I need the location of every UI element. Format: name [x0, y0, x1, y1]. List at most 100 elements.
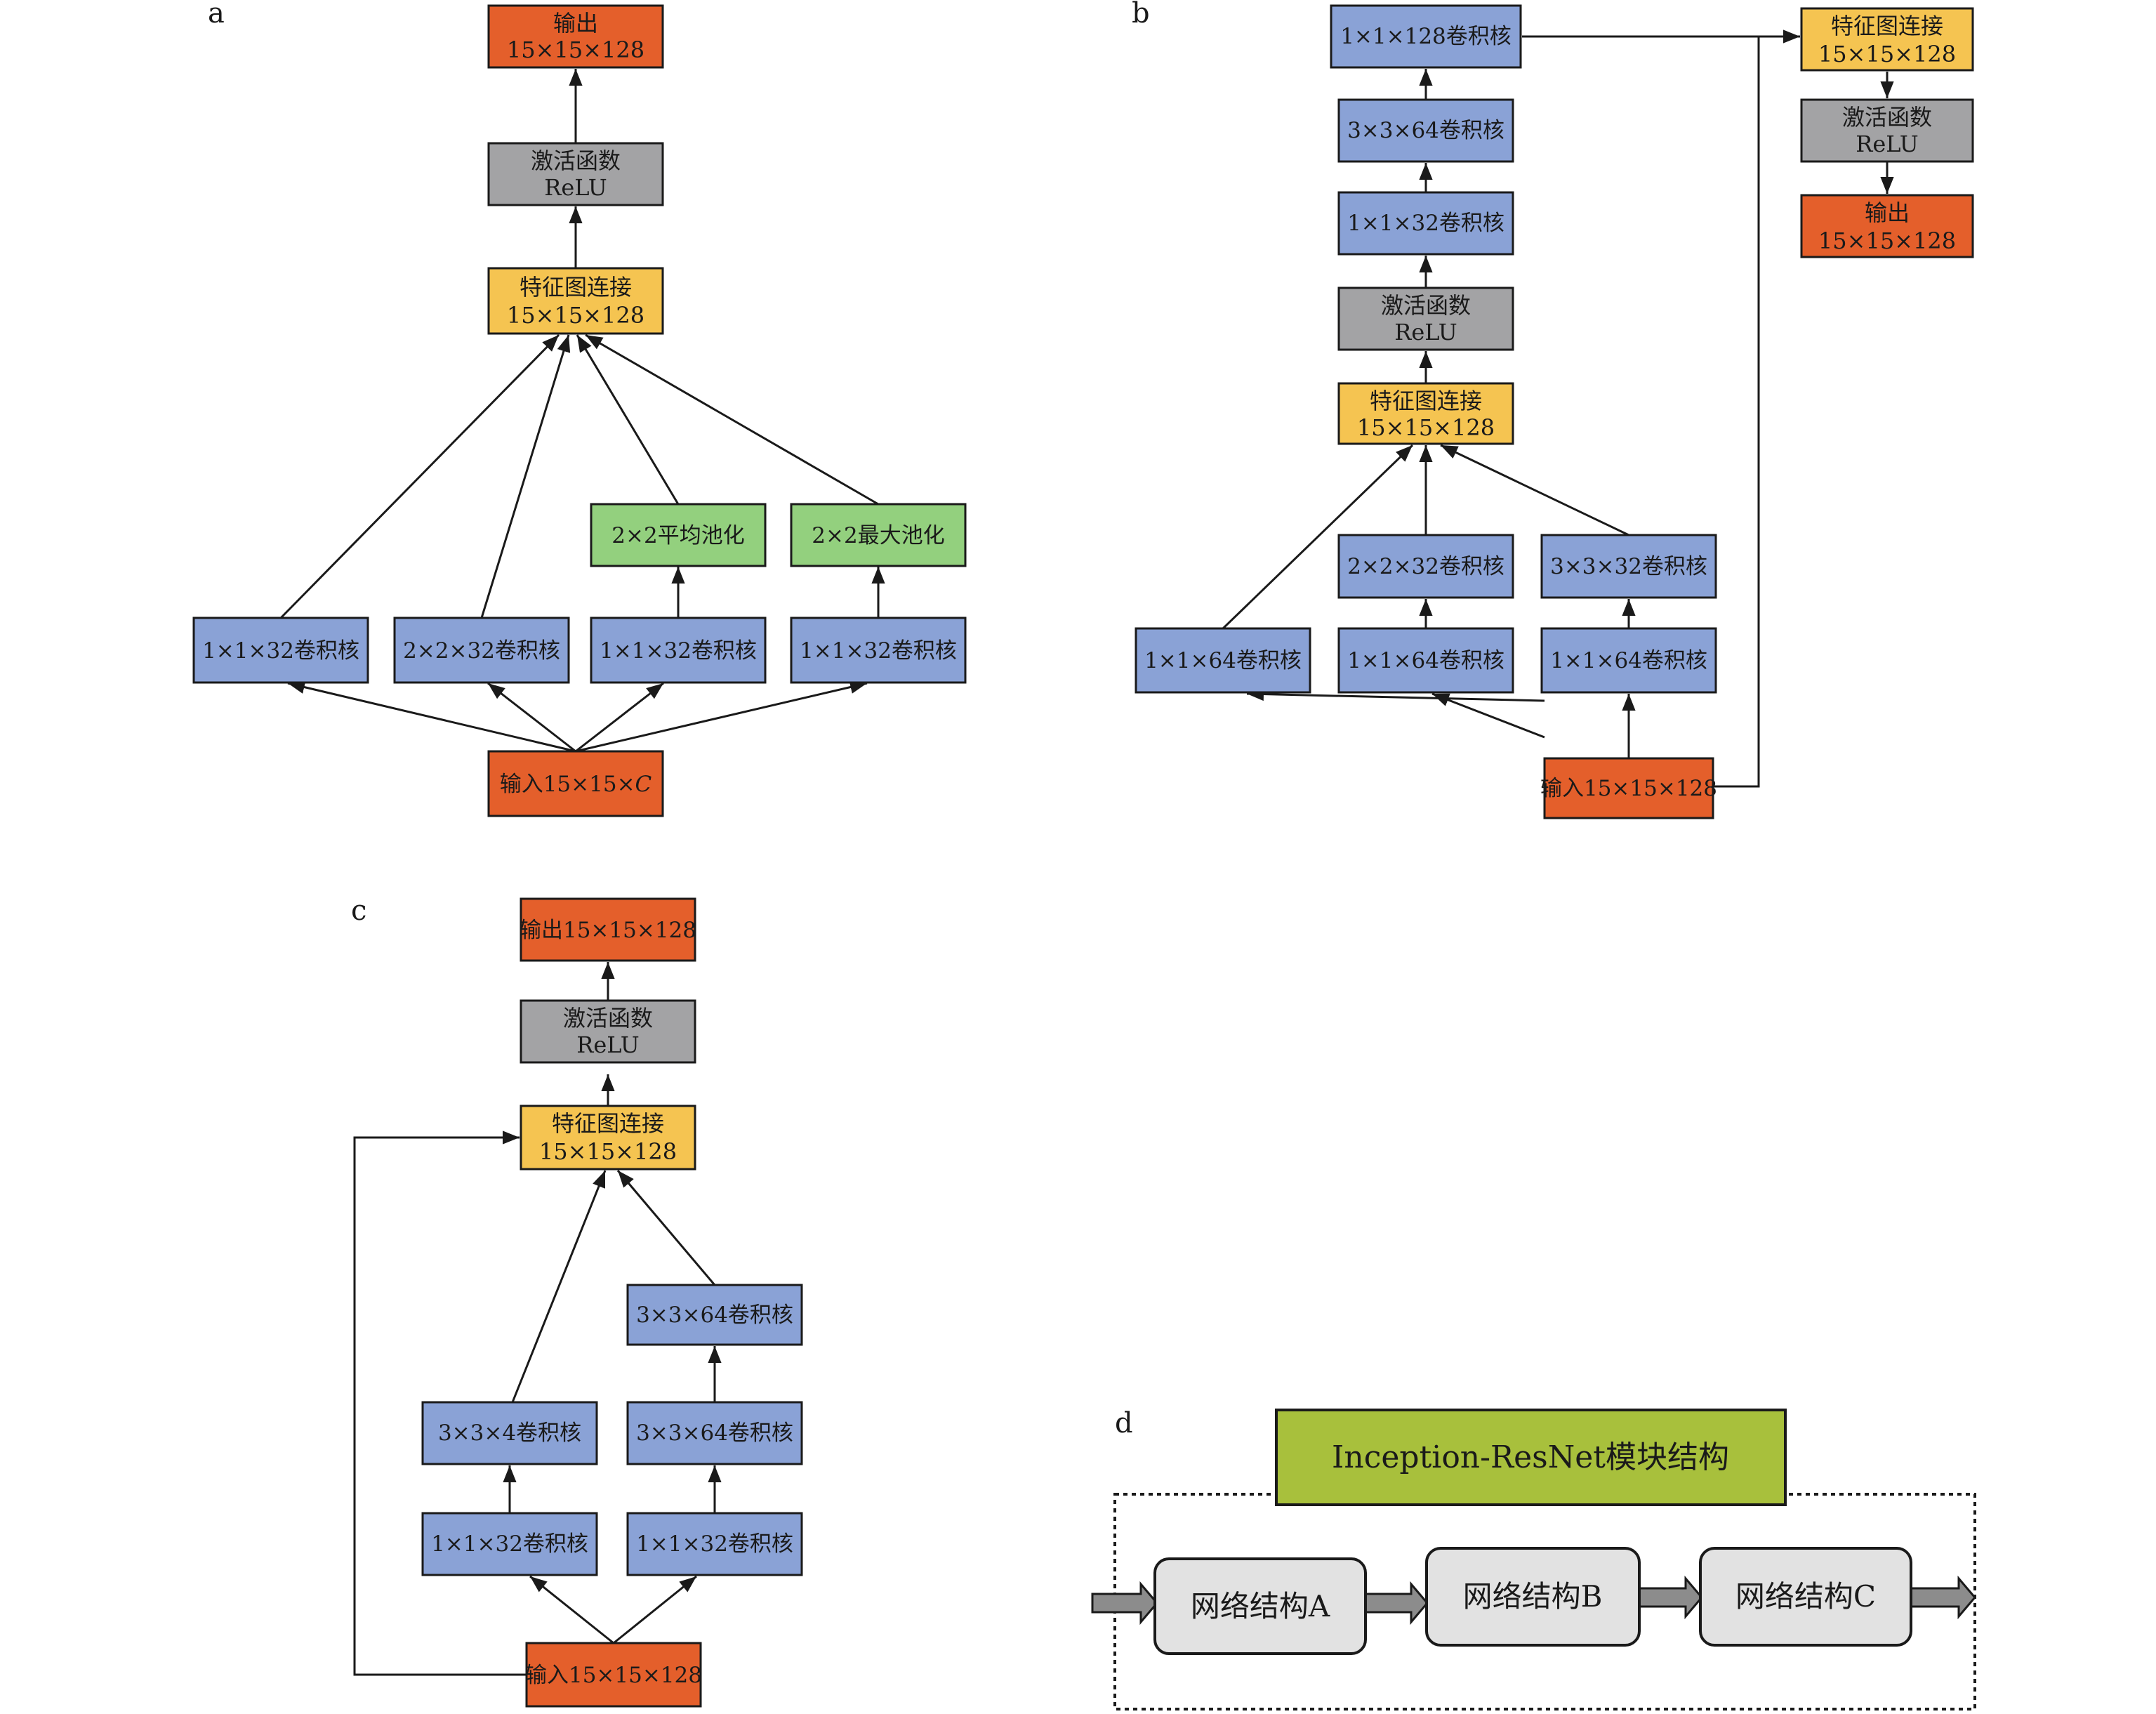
edge-c-conv3x3x4-to-concat — [511, 1170, 607, 1403]
panel-b-conv3x3x64-box: 3×3×64卷积核 — [1337, 98, 1514, 163]
panel-a-concat-size: 15×15×128 — [507, 302, 644, 329]
panel-c: c 输出15×15×128 激活函数 ReLU 特征图连接 15×15×128 — [351, 895, 803, 1708]
panel-c-conv3x3x64-top-label: 3×3×64卷积核 — [636, 1303, 793, 1328]
panel-a-conv1-box: 1×1×32卷积核 — [192, 617, 369, 684]
edge-conv1-to-concat — [279, 334, 560, 619]
panel-c-conv3x3x64-mid-box: 3×3×64卷积核 — [626, 1401, 803, 1465]
panel-c-conv1x1x32-left-box: 1×1×32卷积核 — [421, 1512, 598, 1576]
edge-b-input-to-conv64b — [1431, 692, 1545, 739]
panel-c-activation-relu: ReLU — [576, 1031, 640, 1058]
panel-b: b 1×1×128卷积核 3×3×64卷积核 — [1132, 0, 1974, 819]
panel-b-input-box: 输入15×15×128 — [1540, 757, 1717, 819]
panel-c-concat-label: 特征图连接 — [552, 1110, 664, 1137]
panel-a-input-text: 输入15×15× — [500, 772, 635, 797]
panel-c-activation-label: 激活函数 — [563, 1005, 653, 1031]
panel-a-activation-relu: ReLU — [544, 174, 607, 201]
flow-arrow-b-to-c — [1636, 1575, 1703, 1620]
panel-a-conv2-box: 2×2×32卷积核 — [393, 617, 570, 684]
panel-b-conv3x3x32-label: 3×3×32卷积核 — [1550, 554, 1707, 579]
panel-a-input-label: 输入15×15×C — [500, 772, 652, 797]
panel-b-concat-out-label: 特征图连接 — [1831, 13, 1943, 39]
panel-a-output-box: 输出 15×15×128 — [487, 4, 664, 69]
panel-a-concat-box: 特征图连接 15×15×128 — [487, 267, 664, 335]
panel-c-input-label: 输入15×15×128 — [525, 1663, 702, 1688]
panel-a-activation-label: 激活函数 — [531, 147, 621, 174]
panel-b-conv1x1x64a-box: 1×1×64卷积核 — [1135, 627, 1311, 694]
edge-b-input-to-conv64a — [1246, 687, 1545, 702]
panel-b-conv1x1x128-box: 1×1×128卷积核 — [1330, 4, 1522, 69]
panel-d-title-box: Inception-ResNet模块结构 — [1275, 1409, 1787, 1506]
panel-d-flow-arrows — [1091, 1575, 1976, 1626]
panel-a-conv3-box: 1×1×32卷积核 — [590, 617, 767, 684]
panel-b-concat-size: 15×15×128 — [1357, 414, 1495, 441]
panel-d-network-a-box: 网络结构A — [1153, 1557, 1367, 1655]
panel-a-output-label: 输出 — [553, 10, 598, 37]
edge-b-input-residual — [1713, 37, 1760, 788]
edge-b-conv64a-to-concat — [1222, 444, 1414, 630]
panel-a-conv4-label: 1×1×32卷积核 — [800, 638, 957, 664]
panel-b-edges — [1222, 29, 1894, 788]
panel-a-output-size: 15×15×128 — [507, 37, 644, 63]
edge-c-conv3x3x64top-to-concat — [616, 1170, 716, 1286]
panel-c-conv1x1x32-left-label: 1×1×32卷积核 — [431, 1531, 588, 1557]
panel-a-maxpool-box: 2×2最大池化 — [790, 503, 967, 567]
panel-c-concat-box: 特征图连接 15×15×128 — [520, 1105, 696, 1171]
panel-c-output-label: 输出15×15×128 — [520, 918, 696, 943]
edge-c-input-residual — [353, 1130, 527, 1676]
panel-b-conv3x3x32-box: 3×3×32卷积核 — [1540, 534, 1717, 599]
edge-c-input-to-conv1r — [613, 1575, 697, 1644]
panel-a-maxpool-label: 2×2最大池化 — [812, 523, 944, 548]
panel-c-input-box: 输入15×15×128 — [525, 1642, 702, 1708]
panel-b-input-label: 输入15×15×128 — [1540, 776, 1717, 801]
panel-b-conv1x1x64b-box: 1×1×64卷积核 — [1337, 627, 1514, 694]
flow-arrow-a-to-b — [1362, 1581, 1429, 1626]
panel-d-network-b-box: 网络结构B — [1425, 1547, 1641, 1647]
panel-b-activation-relu: ReLU — [1394, 319, 1457, 345]
panel-c-conv1x1x32-right-label: 1×1×32卷积核 — [636, 1531, 793, 1557]
panel-b-output-label: 输出 — [1865, 199, 1910, 226]
panel-a-concat-label: 特征图连接 — [520, 274, 632, 301]
panel-d-title: Inception-ResNet模块结构 — [1332, 1439, 1729, 1475]
panel-d: d Inception-ResNet模块结构 网络结构A 网络结构B 网络结构C — [1091, 1407, 1976, 1710]
panel-a-conv3-label: 1×1×32卷积核 — [600, 638, 757, 664]
panel-c-conv3x3x4-box: 3×3×4卷积核 — [421, 1401, 598, 1465]
edge-maxpool-to-concat — [585, 334, 879, 506]
panel-a-avgpool-label: 2×2平均池化 — [611, 523, 744, 548]
panel-b-concat-out-box: 特征图连接 15×15×128 — [1800, 7, 1974, 72]
panel-c-concat-size: 15×15×128 — [539, 1138, 677, 1165]
panel-b-conv1x1x64c-box: 1×1×64卷积核 — [1540, 627, 1717, 694]
panel-b-conv2x2x32-label: 2×2×32卷积核 — [1347, 554, 1504, 579]
panel-b-activation-out-relu: ReLU — [1856, 131, 1919, 157]
panel-d-label: d — [1115, 1407, 1133, 1439]
edge-input-to-conv2 — [487, 682, 576, 753]
edge-input-to-conv1 — [287, 680, 576, 753]
panel-b-conv1x1x32-box: 1×1×32卷积核 — [1337, 191, 1514, 256]
edge-b-conv3x3-to-concat — [1440, 444, 1629, 536]
panel-c-conv3x3x4-label: 3×3×4卷积核 — [438, 1420, 581, 1446]
panel-b-concat-label: 特征图连接 — [1370, 388, 1482, 414]
panel-a: a 输出 15×15×128 激活函数 ReLU — [192, 0, 967, 817]
panel-d-network-c-label: 网络结构C — [1735, 1579, 1876, 1614]
flow-arrow-in — [1091, 1581, 1158, 1626]
edge-avgpool-to-concat — [576, 334, 680, 505]
panel-b-conv1x1x64b-label: 1×1×64卷积核 — [1347, 648, 1504, 673]
panel-b-activation-out-label: 激活函数 — [1842, 104, 1932, 131]
panel-b-conv1x1x64a-label: 1×1×64卷积核 — [1144, 648, 1302, 673]
panel-b-conv1x1x128-label: 1×1×128卷积核 — [1340, 24, 1512, 49]
panel-a-edges — [279, 69, 885, 753]
panel-b-label: b — [1132, 0, 1150, 29]
panel-b-conv1x1x64c-label: 1×1×64卷积核 — [1550, 648, 1707, 673]
panel-d-network-b-label: 网络结构B — [1463, 1579, 1603, 1614]
panel-b-output-size: 15×15×128 — [1818, 228, 1956, 254]
panel-c-label: c — [351, 895, 366, 927]
panel-b-activation-label: 激活函数 — [1381, 292, 1471, 319]
panel-c-conv3x3x64-top-box: 3×3×64卷积核 — [626, 1284, 803, 1346]
panel-b-conv2x2x32-box: 2×2×32卷积核 — [1337, 534, 1514, 599]
panel-b-activation-out-box: 激活函数 ReLU — [1800, 98, 1974, 163]
panel-b-conv1x1x32-label: 1×1×32卷积核 — [1347, 211, 1504, 236]
panel-d-network-a-label: 网络结构A — [1191, 1589, 1330, 1623]
panel-a-conv2-label: 2×2×32卷积核 — [403, 638, 560, 664]
panel-d-network-c-box: 网络结构C — [1699, 1547, 1912, 1647]
panel-c-activation-box: 激活函数 ReLU — [520, 999, 696, 1064]
